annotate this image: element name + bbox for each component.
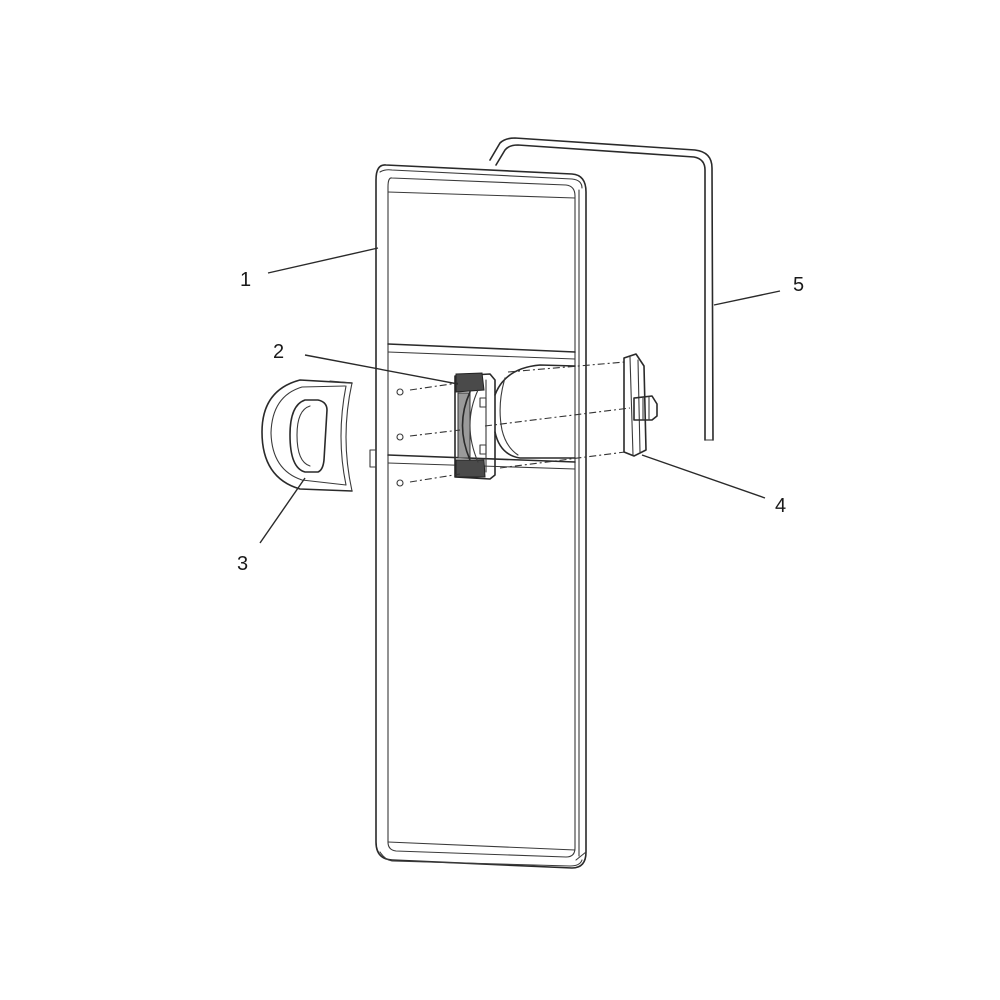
- leader-3: [259, 477, 306, 544]
- callout-1: 1: [240, 269, 251, 291]
- leader-5: [713, 290, 781, 306]
- leader-1: [267, 247, 379, 274]
- part-5-rod: [489, 137, 714, 441]
- leader-4: [641, 454, 766, 499]
- leader-lines: [259, 247, 781, 544]
- part-4-end-cap: [623, 353, 658, 457]
- callout-3: 3: [237, 553, 248, 575]
- assembly-lines: [409, 361, 631, 483]
- screw-holes: [396, 388, 404, 487]
- part-1-panel: [369, 164, 587, 869]
- part-2-latch-block: [454, 364, 576, 480]
- leader-2: [304, 354, 459, 385]
- callout-labels: 1 2 3 4 5: [237, 269, 804, 575]
- callout-2: 2: [273, 341, 284, 363]
- callout-4: 4: [775, 495, 786, 517]
- callout-5: 5: [793, 274, 804, 296]
- part-3-handle: [261, 379, 353, 492]
